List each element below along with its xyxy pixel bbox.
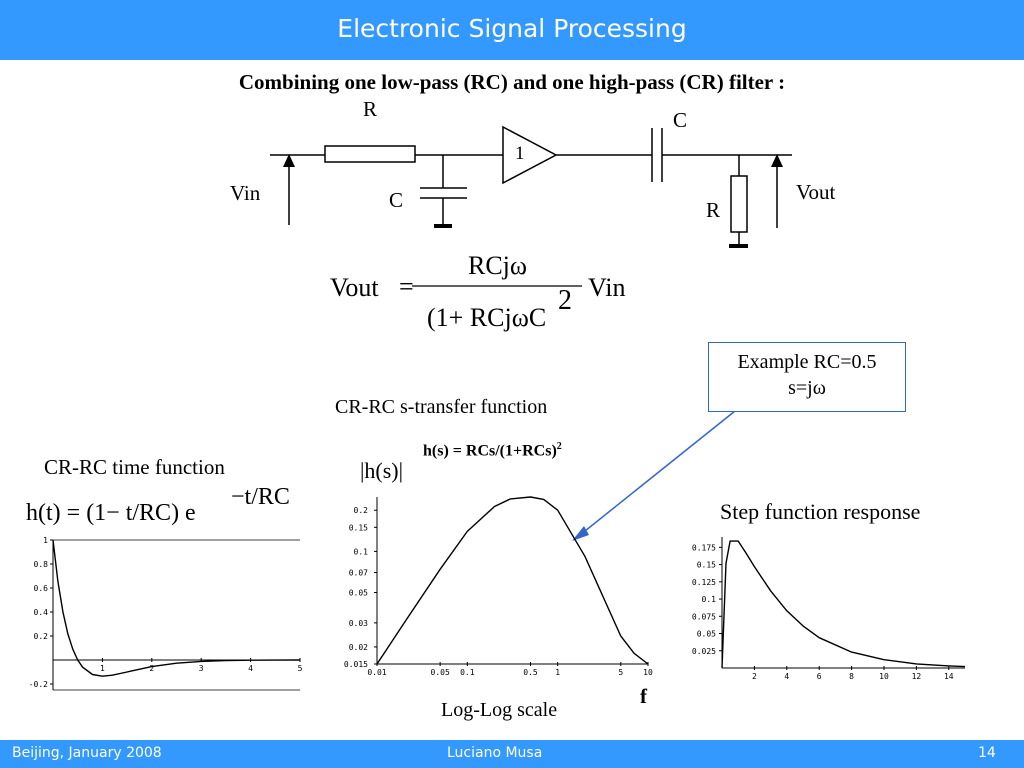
eq-numerator: RCjω [468,251,528,280]
pointer-arrow-line [579,410,736,536]
x-tick-label: 10 [643,668,653,677]
y-tick-label: 0.4 [34,608,49,617]
x-tick-label: 2 [752,672,757,681]
series-line [721,540,966,669]
footer-location: Beijing, January 2008 [12,745,162,761]
example-line-2: s=jω [788,377,826,399]
y-tick-label: 0.15 [349,523,368,532]
eq-exponent: 2 [558,285,572,316]
x-tick-label: 8 [849,672,854,681]
axis-f-label: f [640,684,647,708]
y-tick-label: 0.02 [349,643,368,652]
time-formula-exp: −t/RC [231,484,290,510]
eq-lhs: Vout [330,273,379,302]
y-tick-label: 0.07 [349,569,368,578]
y-tick-label: 0.075 [692,612,716,621]
x-tick-label: 0.01 [367,668,386,677]
amplifier [502,125,558,185]
circuit-diagram [270,125,792,541]
vin-arrow-head [283,154,295,167]
x-tick-label: 1 [100,664,105,673]
eq-denominator: (1+ RCjωC [427,303,547,332]
y-tick-label: 1 [43,536,48,545]
y-tick-label: 0.6 [34,584,49,593]
vout-arrow-head [771,154,783,167]
x-tick-label: 1 [555,668,560,677]
label-vout: Vout [796,180,836,204]
abs-h-label: |h(s)| [360,458,404,483]
example-line-1: Example RC=0.5 [737,351,877,373]
y-tick-label: 0.025 [692,647,716,656]
x-tick-label: 5 [618,668,623,677]
y-tick-label: 0.2 [34,632,49,641]
y-tick-label: 0.1 [702,595,717,604]
y-tick-label: 0.1 [354,547,369,556]
y-tick-label: 0.05 [349,589,368,598]
transfer-formula: h(s) = RCs/(1+RCs)2 [423,441,562,460]
series-line [52,539,301,677]
label-amp-gain: 1 [515,143,525,164]
y-tick-label: 0.03 [349,619,368,628]
eq-rhs: Vin [588,273,626,302]
x-tick-label: 14 [944,672,954,681]
x-tick-label: 4 [784,672,789,681]
transfer-function-chart: 0.01 0.05 0.1 0.5 1 5 10 0.2 0.15 0.1 0.07 0.05 0.03… [344,496,653,677]
x-tick-label: 6 [817,672,822,681]
slide-heading: Combining one low-pass (RC) and one high… [238,70,786,94]
eq-equals: = [399,272,414,301]
time-response-chart: 1 2 3 4 5 1 0.8 0.6 0.4 0.2 -0.2 [29,536,303,691]
series-line [376,496,649,665]
label-r2: R [706,198,721,222]
step-response-chart: 2 4 6 8 10 12 14 0.175 0.15 0.125 0.1 0.075 0.05 0.02… [692,537,966,681]
transfer-title: CR-RC s-transfer function [335,396,548,418]
x-tick-label: 0.05 [431,668,450,677]
y-tick-label: 0.15 [697,561,716,570]
y-tick-label: 0.175 [692,543,716,552]
footer-author: Luciano Musa [447,745,543,761]
slide-title: Electronic Signal Processing [337,14,687,43]
label-r1: R [363,97,378,121]
label-vin: Vin [230,181,261,205]
x-tick-label: 2 [149,664,154,673]
footer-page-number: 14 [978,745,996,761]
label-c1: C [389,188,404,212]
y-tick-label: 0.015 [344,660,368,669]
resistor-1 [324,145,416,163]
time-title: CR-RC time function [44,455,225,479]
x-tick-label: 0.1 [460,668,475,677]
footer-bar: Beijing, January 2008 Luciano Musa 14 [0,740,1024,768]
x-tick-label: 3 [199,664,204,673]
label-c2: C [673,108,688,132]
x-tick-label: 4 [248,664,253,673]
time-formula: h(t) = (1− t/RC) e [26,500,196,526]
x-tick-label: 12 [912,672,922,681]
y-tick-label: 0.05 [697,630,716,639]
loglog-label: Log-Log scale [441,699,558,721]
pointer-arrow-head [572,526,589,541]
x-tick-label: 5 [298,664,303,673]
example-box: Example RC=0.5 s=jω [708,342,906,412]
x-tick-label: 0.5 [523,668,538,677]
step-title: Step function response [720,499,921,524]
y-tick-label: 0.125 [692,578,716,587]
header-bar: Electronic Signal Processing [0,0,1024,60]
y-tick-label: -0.2 [29,680,48,689]
y-tick-label: 0.8 [34,560,49,569]
x-tick-label: 10 [879,672,889,681]
y-tick-label: 0.2 [354,506,369,515]
